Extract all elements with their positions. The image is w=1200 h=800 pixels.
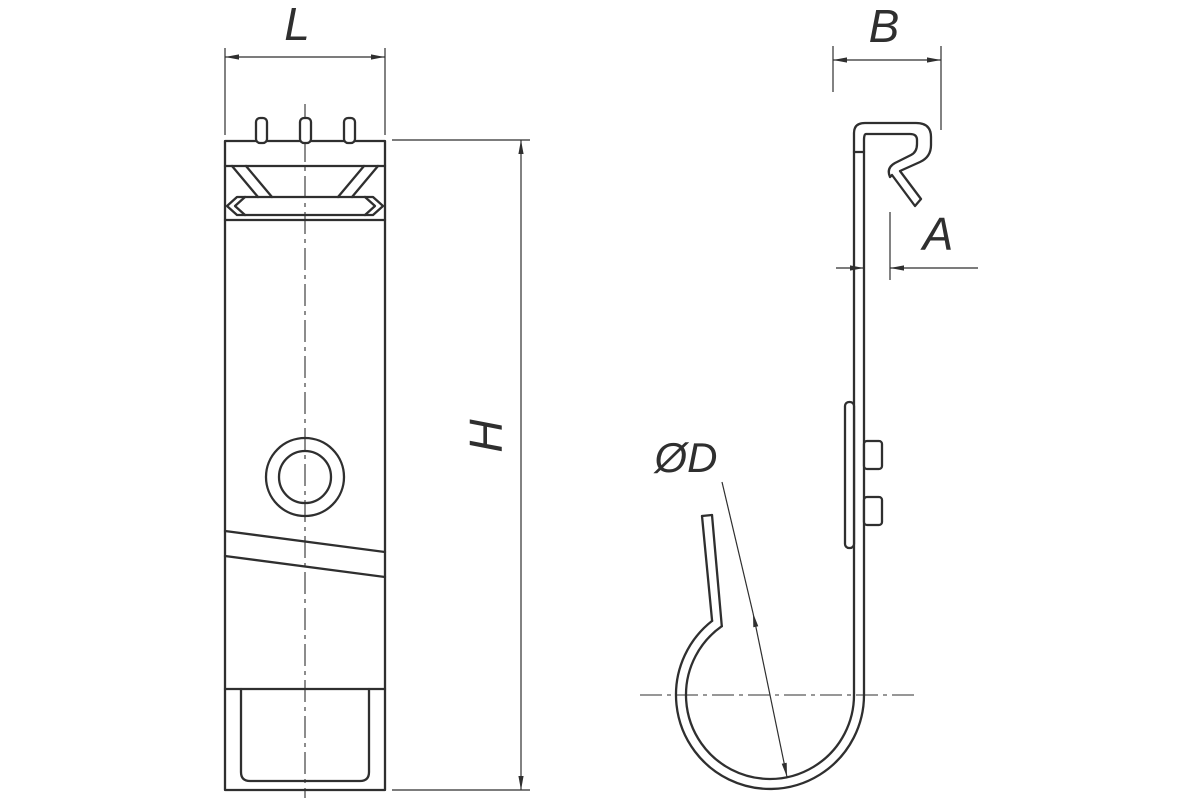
tongue-inner-edge: [710, 513, 723, 628]
label-L: L: [284, 0, 310, 50]
label-A: A: [920, 208, 954, 260]
dim-B-arrow-right: [927, 57, 941, 63]
dim-D-line: [752, 612, 788, 778]
front-view: [223, 104, 387, 798]
front-fold-right-outer: [350, 164, 380, 199]
label-diameter-D: ØD: [653, 434, 718, 481]
dim-D-leader: [721, 481, 754, 614]
side-tab-lower: [862, 495, 884, 527]
front-slot: [225, 195, 385, 217]
front-slot-inner-left: [233, 195, 247, 217]
dim-A-arrow-right-pointing: [850, 265, 864, 271]
tongue-end-cap: [700, 513, 714, 518]
side-top-hook: [852, 121, 933, 208]
label-B: B: [869, 0, 900, 52]
dim-L-arrow-left: [225, 54, 239, 60]
dimension-A: A: [836, 208, 978, 280]
front-tab-left: [254, 116, 269, 145]
dim-D-arrow-top: [753, 613, 759, 628]
dim-A-arrow-left-pointing: [890, 265, 904, 271]
front-bottom-channel: [239, 687, 371, 783]
loop-outer-arc: [674, 619, 866, 791]
dim-H-arrow-top: [518, 140, 524, 154]
dim-D-arrow-bottom: [781, 762, 787, 777]
dimension-L: L: [224, 0, 386, 135]
front-fold-right-inner: [336, 164, 366, 199]
dimension-B: B: [832, 0, 942, 130]
front-fold-left-outer: [230, 164, 260, 199]
loop-inner-arc: [684, 625, 856, 781]
tongue-outer-edge: [700, 514, 714, 623]
dimension-D: ØD: [653, 434, 788, 778]
front-tab-right: [342, 116, 357, 145]
dimension-H: H: [392, 139, 530, 791]
front-hole-inner: [277, 449, 333, 505]
side-view: [640, 121, 933, 791]
front-tab-middle: [298, 116, 313, 145]
front-slot-inner-right: [363, 195, 377, 217]
front-bend-line-upper: [223, 529, 387, 554]
front-fold-left-inner: [244, 164, 274, 199]
label-H: H: [460, 419, 512, 453]
side-rib: [843, 400, 856, 550]
front-bend-line-lower: [223, 554, 387, 579]
front-hole-outer: [264, 436, 346, 518]
dim-B-arrow-left: [833, 57, 847, 63]
dim-H-arrow-bottom: [518, 776, 524, 790]
side-tab-upper: [862, 439, 884, 471]
dim-L-arrow-right: [371, 54, 385, 60]
